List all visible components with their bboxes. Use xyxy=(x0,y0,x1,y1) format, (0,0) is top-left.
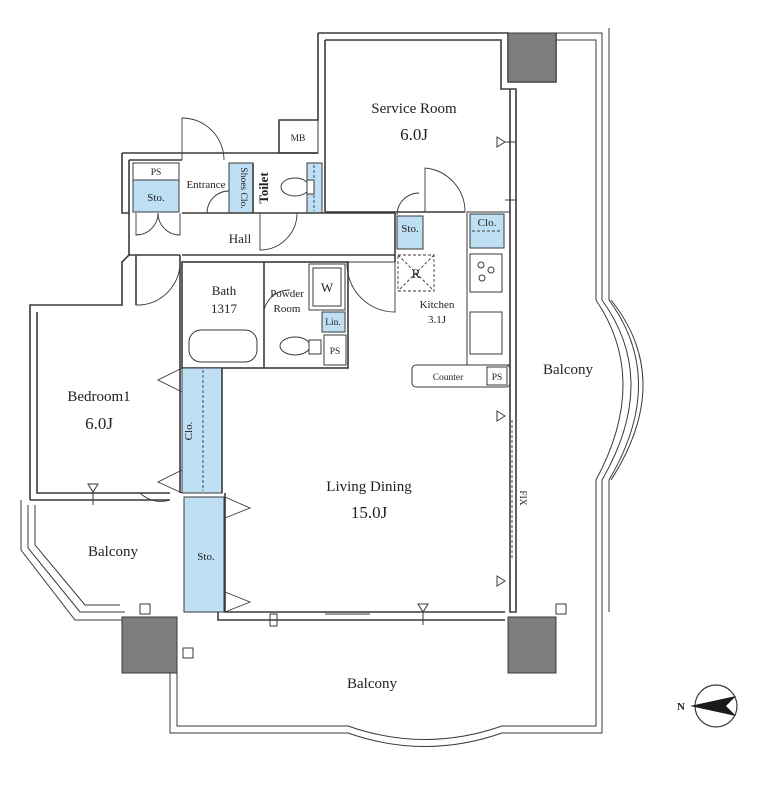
washer xyxy=(312,267,342,307)
bedroom-window-marker xyxy=(87,483,99,493)
closet-bedroom-label: Clo. xyxy=(183,421,195,440)
living-storage-label: Sto. xyxy=(197,551,215,563)
storage-entrance-label: Sto. xyxy=(147,192,165,204)
north-arrow-icon xyxy=(690,696,736,716)
hall-storage-label: Sto. xyxy=(401,223,419,235)
closet-bedroom xyxy=(181,367,223,494)
hall-storage xyxy=(396,215,424,250)
entrance-label: Entrance xyxy=(186,179,225,191)
refrigerator xyxy=(397,254,435,292)
stove xyxy=(469,253,503,293)
shoes-closet-label: Shoes Clo. xyxy=(238,167,248,208)
service-room-name: Service Room xyxy=(371,101,457,117)
hall xyxy=(135,192,424,313)
mb-label: MB xyxy=(291,134,306,144)
toilet-label: Toilet xyxy=(256,172,271,204)
kitchen-label: Kitchen xyxy=(420,299,455,311)
drain-west xyxy=(139,603,151,615)
refrigerator-label: R xyxy=(412,266,421,281)
fix-label: FIX xyxy=(517,490,527,505)
west-balcony-rail xyxy=(20,500,125,621)
pillar-sw xyxy=(121,616,178,674)
kitchen-size: 3.1J xyxy=(428,314,447,326)
bath-label: Bath xyxy=(212,283,237,298)
pillar-se xyxy=(507,616,557,674)
pillar-ne xyxy=(507,32,557,83)
powder-sink xyxy=(279,336,311,356)
entrance-area xyxy=(132,117,395,251)
bathtub xyxy=(188,329,258,363)
counter-label: Counter xyxy=(433,373,464,383)
bath-size: 1317 xyxy=(211,301,238,316)
living-dining-size: 15.0J xyxy=(351,503,388,522)
east-balcony-rail xyxy=(556,28,644,612)
bedroom-name: Bedroom1 xyxy=(67,389,130,405)
service-room xyxy=(278,119,516,213)
living-dining xyxy=(156,367,513,627)
kitchen xyxy=(397,199,516,388)
balcony-east-label: Balcony xyxy=(543,362,593,378)
drain-east xyxy=(555,603,567,615)
bath-block-outline xyxy=(181,261,349,369)
exterior-walls xyxy=(29,32,557,621)
ps-entrance-label: PS xyxy=(151,168,162,178)
storage-entrance xyxy=(132,179,180,213)
compass-north-label: N xyxy=(677,701,685,713)
ps-kitchen-label: PS xyxy=(492,373,503,383)
ps-powder-label: PS xyxy=(330,347,341,357)
bedroom-size: 6.0J xyxy=(85,414,113,433)
linen-closet xyxy=(321,311,346,333)
drain-south xyxy=(182,647,194,659)
ps-kitchen xyxy=(486,366,508,386)
sink xyxy=(469,311,503,355)
toilet-bowl xyxy=(280,177,310,197)
washer-label: W xyxy=(321,280,334,295)
balcony-west-label: Balcony xyxy=(88,544,138,560)
shoes-closet xyxy=(228,162,254,214)
ps-entrance xyxy=(132,162,180,181)
linen-label: Lin. xyxy=(325,318,341,328)
balcony-south-label: Balcony xyxy=(347,676,397,692)
living-dining-name: Living Dining xyxy=(326,479,412,495)
service-room-size: 6.0J xyxy=(400,125,428,144)
bath-block xyxy=(181,261,349,369)
living-storage xyxy=(183,496,225,613)
counter xyxy=(411,364,511,388)
powder-room-label-2: Room xyxy=(274,303,301,315)
south-balcony-rail xyxy=(169,612,603,747)
powder-room-label-1: Powder xyxy=(270,288,304,300)
ps-powder xyxy=(323,334,347,366)
hall-label: Hall xyxy=(229,231,252,246)
kitchen-closet-label: Clo. xyxy=(478,217,497,229)
service-window-marker xyxy=(496,136,506,148)
compass: N xyxy=(677,684,738,728)
meter-box xyxy=(278,119,319,154)
